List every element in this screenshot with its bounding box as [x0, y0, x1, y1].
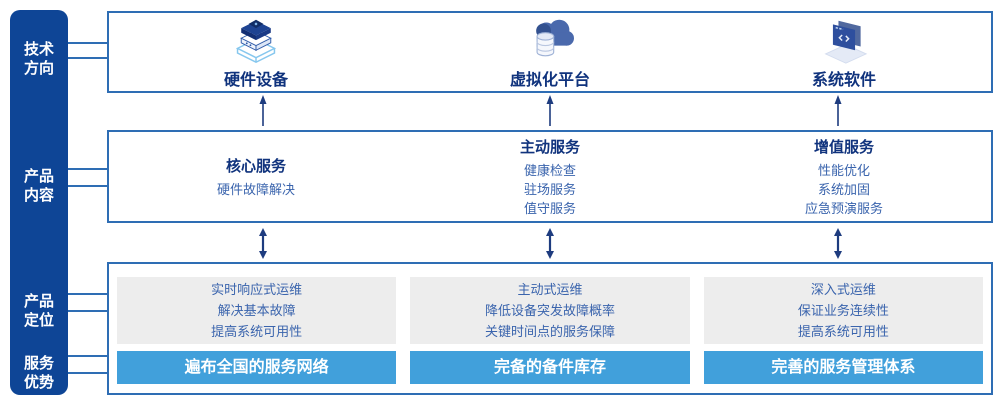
- sidebar-label-line: 服务: [23, 355, 54, 372]
- service-title: 核心服务: [225, 157, 286, 175]
- connector-line: [62, 372, 109, 374]
- server-stack-icon: [235, 19, 277, 63]
- service-item: 健康检查: [523, 162, 576, 178]
- connector-line: [62, 293, 109, 295]
- tech-direction-box: 硬件设备 虚拟化平台: [107, 11, 993, 93]
- double-arrow: [259, 228, 267, 259]
- service-column-value-added: 增值服务 性能优化 系统加固 应急预演服务: [697, 132, 991, 221]
- service-item: 值守服务: [523, 200, 576, 216]
- positioning-advantage-box: 实时响应式运维 解决基本故障 提高系统可用性 遍布全国的服务网络 主动式运维 降…: [107, 262, 993, 395]
- tech-item-software: 系统软件: [697, 13, 991, 91]
- double-arrow: [546, 228, 554, 259]
- advantage-banner: 遍布全国的服务网络: [117, 351, 397, 384]
- tech-item-virtualization: 虚拟化平台: [403, 13, 697, 91]
- sidebar-label-product-positioning: 产品 定位: [10, 292, 68, 330]
- service-item: 系统加固: [817, 181, 870, 197]
- up-arrow: [834, 95, 842, 126]
- service-item: 应急预演服务: [804, 200, 883, 216]
- advantage-banner: 完备的备件库存: [410, 351, 690, 384]
- connector-line: [62, 310, 109, 312]
- service-column-active: 主动服务 健康检查 驻场服务 值守服务: [403, 132, 697, 221]
- sidebar-label-product-content: 产品 内容: [10, 167, 68, 205]
- positioning-line: 主动式运维: [517, 282, 583, 297]
- connector-line: [62, 185, 109, 187]
- tech-item-hardware: 硬件设备: [109, 13, 403, 91]
- sidebar-label-line: 技术: [23, 41, 54, 58]
- sidebar-label-line: 产品: [23, 168, 54, 185]
- cloud-database-icon: [536, 19, 574, 56]
- double-arrow: [834, 228, 842, 259]
- positioning-line: 降低设备突发故障概率: [484, 303, 615, 318]
- positioning-panel: 实时响应式运维 解决基本故障 提高系统可用性: [117, 277, 397, 344]
- up-arrow: [546, 95, 554, 126]
- positioning-line: 实时响应式运维: [211, 282, 303, 297]
- connector-line: [62, 168, 109, 170]
- positioning-column-indepth: 深入式运维 保证业务连续性 提高系统可用性 完善的服务管理体系: [703, 277, 983, 384]
- advantage-banner: 完善的服务管理体系: [703, 351, 983, 384]
- positioning-column-proactive: 主动式运维 降低设备突发故障概率 关键时间点的服务保障 完备的备件库存: [410, 277, 690, 384]
- sidebar-label-line: 产品: [23, 293, 54, 310]
- positioning-line: 深入式运维: [810, 282, 876, 297]
- positioning-line: 提高系统可用性: [211, 324, 303, 339]
- sidebar-label-line: 优势: [23, 374, 54, 391]
- positioning-panel: 深入式运维 保证业务连续性 提高系统可用性: [703, 277, 983, 344]
- service-title: 主动服务: [519, 138, 580, 156]
- sidebar-label-line: 方向: [23, 60, 54, 77]
- code-window-icon: [824, 20, 868, 64]
- sidebar-label-tech-direction: 技术 方向: [10, 40, 68, 78]
- positioning-line: 保证业务连续性: [797, 303, 889, 318]
- up-arrow: [259, 95, 267, 126]
- connector-line: [62, 355, 109, 357]
- tech-item-label: 虚拟化平台: [509, 71, 590, 89]
- sidebar-label-line: 内容: [23, 187, 54, 204]
- positioning-panel: 主动式运维 降低设备突发故障概率 关键时间点的服务保障: [410, 277, 690, 344]
- tech-item-label: 硬件设备: [223, 71, 288, 89]
- service-column-core: 核心服务 硬件故障解决: [109, 132, 403, 221]
- positioning-line: 解决基本故障: [217, 303, 296, 318]
- product-content-box: 核心服务 硬件故障解决 主动服务 健康检查 驻场服务 值守服务 增值服务 性能优…: [107, 130, 993, 223]
- positioning-line: 提高系统可用性: [797, 324, 889, 339]
- sidebar: 技术 方向 产品 内容 产品 定位 服务 优势: [10, 10, 68, 395]
- service-item: 驻场服务: [523, 181, 576, 197]
- connector-line: [62, 57, 109, 59]
- positioning-line: 关键时间点的服务保障: [484, 324, 615, 339]
- sidebar-label-line: 定位: [23, 312, 54, 329]
- positioning-column-realtime: 实时响应式运维 解决基本故障 提高系统可用性 遍布全国的服务网络: [117, 277, 397, 384]
- tech-item-label: 系统软件: [811, 71, 876, 89]
- service-item: 硬件故障解决: [216, 181, 295, 197]
- service-title: 增值服务: [813, 138, 874, 156]
- service-item: 性能优化: [817, 162, 870, 178]
- connector-line: [62, 42, 109, 44]
- sidebar-label-service-advantage: 服务 优势: [10, 354, 68, 392]
